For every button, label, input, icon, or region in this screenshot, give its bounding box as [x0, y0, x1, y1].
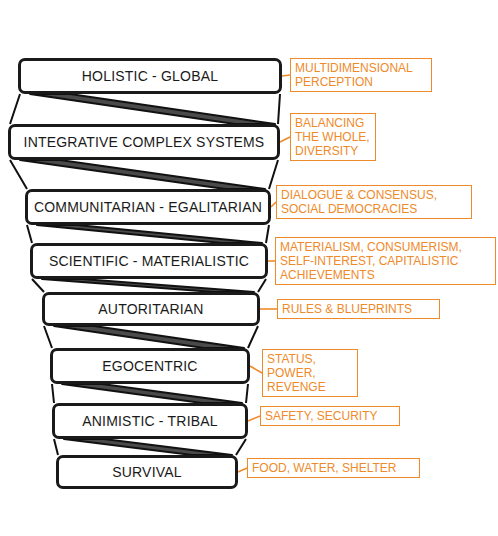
band-label: EGOCENTRIC [102, 358, 197, 374]
leader-line [268, 260, 275, 262]
note-box: MATERIALISM, CONSUMERISM, SELF-INTEREST,… [275, 237, 496, 285]
band-label: SURVIVAL [112, 464, 182, 480]
leader-line [282, 75, 290, 76]
note-text: SAFETY, SECURITY [265, 409, 395, 423]
band-label: COMMUNITARIAN - EGALITARIAN [34, 199, 262, 215]
note-text: RULES & BLUEPRINTS [282, 302, 435, 316]
note-box: MULTIDIMENSIONAL PERCEPTION [290, 58, 432, 92]
leader-line [250, 366, 262, 373]
ribbon-twist [62, 384, 242, 403]
band-label: ANIMISTIC - TRIBAL [82, 413, 218, 429]
ribbon-twist [54, 326, 244, 348]
note-box: STATUS, POWER, REVENGE [262, 349, 358, 397]
leader-line [238, 468, 247, 472]
ribbon-twist [42, 279, 254, 292]
spiral-band: COMMUNITARIAN - EGALITARIAN [25, 189, 271, 225]
note-text: MATERIALISM, CONSUMERISM, SELF-INTEREST,… [280, 240, 491, 282]
note-box: DIALOGUE & CONSENSUS, SOCIAL DEMOCRACIES [276, 185, 472, 219]
spiral-band: SCIENTIFIC - MATERIALISTIC [30, 243, 268, 279]
note-box: SAFETY, SECURITY [260, 406, 400, 426]
band-label: SCIENTIFIC - MATERIALISTIC [49, 253, 249, 269]
band-label: AUTORITARIAN [98, 301, 203, 317]
note-box: FOOD, WATER, SHELTER [247, 458, 420, 478]
band-label: HOLISTIC - GLOBAL [82, 68, 218, 84]
leader-line [260, 308, 277, 310]
note-text: STATUS, POWER, REVENGE [267, 352, 353, 394]
spiral-band: EGOCENTRIC [50, 348, 250, 384]
note-text: FOOD, WATER, SHELTER [252, 461, 415, 475]
spiral-ribbon [10, 94, 280, 455]
ribbon-twist [37, 225, 262, 243]
note-box: RULES & BLUEPRINTS [277, 299, 440, 319]
note-box: BALANCING THE WHOLE, DIVERSITY [290, 113, 376, 161]
note-text: BALANCING THE WHOLE, DIVERSITY [295, 116, 371, 158]
ribbon-twist [30, 94, 275, 124]
spiral-band: SURVIVAL [56, 455, 238, 489]
ribbon-twist [20, 160, 265, 189]
spiral-band: AUTORITARIAN [42, 292, 260, 326]
band-label: INTEGRATIVE COMPLEX SYSTEMS [24, 134, 265, 150]
note-text: MULTIDIMENSIONAL PERCEPTION [295, 61, 427, 89]
leader-line [280, 137, 290, 142]
spiral-band: HOLISTIC - GLOBAL [18, 58, 282, 94]
note-text: DIALOGUE & CONSENSUS, SOCIAL DEMOCRACIES [281, 188, 467, 216]
spiral-band: INTEGRATIVE COMPLEX SYSTEMS [8, 124, 280, 160]
ribbon-twist [64, 439, 232, 455]
leader-line [248, 416, 260, 421]
spiral-band: ANIMISTIC - TRIBAL [52, 403, 248, 439]
